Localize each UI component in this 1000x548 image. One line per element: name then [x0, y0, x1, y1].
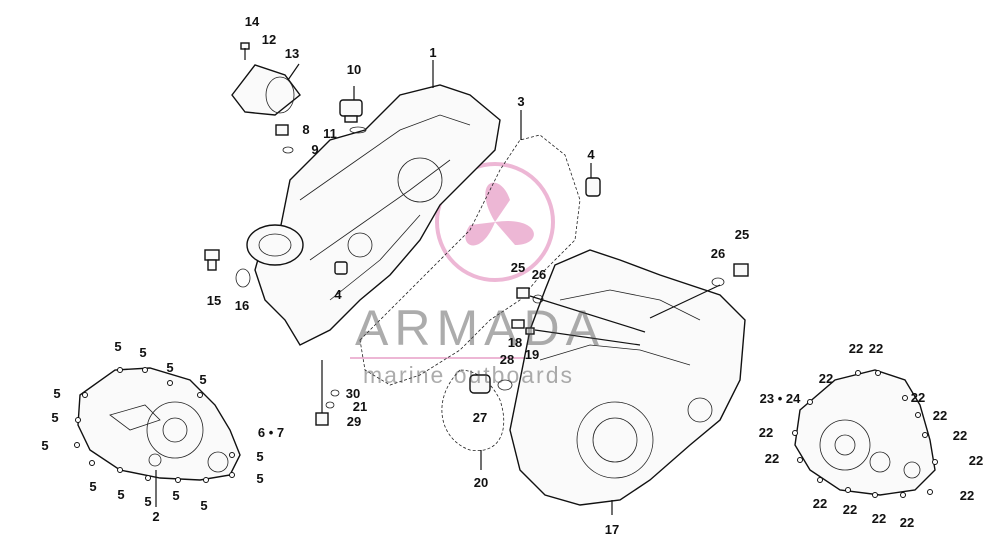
callout-12: 12: [261, 32, 277, 47]
callout-13: 13: [284, 46, 300, 61]
callout-5: 5: [114, 339, 122, 354]
callout-17: 17: [604, 522, 620, 537]
left-cover-bolt-dots: [74, 367, 235, 483]
leader-lines: [155, 48, 613, 515]
pins-part-18-19: [511, 319, 641, 346]
sensor-part-29-30-21: [315, 360, 340, 426]
callout-6-7: 6 • 7: [257, 425, 285, 440]
callout-5: 5: [256, 471, 264, 486]
callout-5: 5: [117, 487, 125, 502]
plug-part-10: [339, 99, 367, 134]
callout-10: 10: [346, 62, 362, 77]
dowel-part-4: [334, 177, 601, 275]
callout-25-right: 25: [734, 227, 750, 242]
callout-2: 2: [152, 509, 160, 524]
drain-plug-part-15-16: [204, 249, 251, 288]
callout-15: 15: [206, 293, 222, 308]
plug-part-27-28: [469, 374, 513, 394]
callout-22: 22: [758, 425, 774, 440]
callout-3: 3: [517, 94, 525, 109]
callout-22: 22: [932, 408, 948, 423]
callout-5: 5: [51, 410, 59, 425]
callout-25-left: 25: [510, 260, 526, 275]
callout-11: 11: [323, 126, 337, 141]
callout-22: 22: [871, 511, 887, 526]
callout-16: 16: [234, 298, 250, 313]
right-side-cover: [794, 369, 936, 496]
callout-5: 5: [256, 449, 264, 464]
callout-28: 28: [499, 352, 515, 367]
gasket-part-3: [359, 134, 581, 386]
callout-1: 1: [429, 45, 437, 60]
callout-22: 22: [868, 341, 884, 356]
callout-22: 22: [812, 496, 828, 511]
watermark-title: ARMADA: [355, 300, 605, 356]
callout-26-left: 26: [531, 267, 547, 282]
callout-18: 18: [507, 335, 523, 350]
callout-5: 5: [200, 498, 208, 513]
plug-part-25-26: [516, 263, 749, 333]
cap-part-12-13: [231, 42, 301, 116]
callout-19: 19: [524, 347, 540, 362]
callout-22: 22: [899, 515, 915, 530]
callout-5: 5: [172, 488, 180, 503]
callout-22: 22: [968, 453, 984, 468]
callout-22: 22: [842, 502, 858, 517]
callout-5: 5: [139, 345, 147, 360]
callout-20: 20: [473, 475, 489, 490]
callout-5: 5: [166, 360, 174, 375]
watermark-subtitle: marine outboards: [363, 362, 574, 388]
callout-4-upper: 4: [587, 147, 595, 162]
callout-9: 9: [311, 142, 319, 157]
crankcase-half-part-1: [246, 84, 501, 346]
callout-22: 22: [959, 488, 975, 503]
callout-21: 21: [352, 399, 368, 414]
callout-8: 8: [302, 122, 310, 137]
left-side-cover-part-2: [77, 367, 241, 481]
callout-26-right: 26: [710, 246, 726, 261]
callout-22: 22: [952, 428, 968, 443]
callout-4-lower: 4: [334, 287, 342, 302]
callout-30: 30: [345, 386, 361, 401]
callout-22: 22: [764, 451, 780, 466]
callout-22: 22: [910, 390, 926, 405]
callout-5: 5: [53, 386, 61, 401]
callout-29: 29: [346, 414, 362, 429]
callout-14: 14: [244, 14, 260, 29]
callout-22: 22: [818, 371, 834, 386]
crankcase-half-part-17: [509, 249, 746, 506]
callout-5: 5: [144, 494, 152, 509]
callout-5: 5: [89, 479, 97, 494]
callout-5: 5: [41, 438, 49, 453]
callout-23-24: 23 • 24: [759, 391, 801, 406]
callout-5: 5: [199, 372, 207, 387]
callout-22: 22: [848, 341, 864, 356]
bolt-part-8-9: [275, 124, 294, 154]
callout-27: 27: [472, 410, 488, 425]
right-cover-bolt-dots: [792, 370, 938, 498]
oring-part-20: [441, 369, 504, 452]
